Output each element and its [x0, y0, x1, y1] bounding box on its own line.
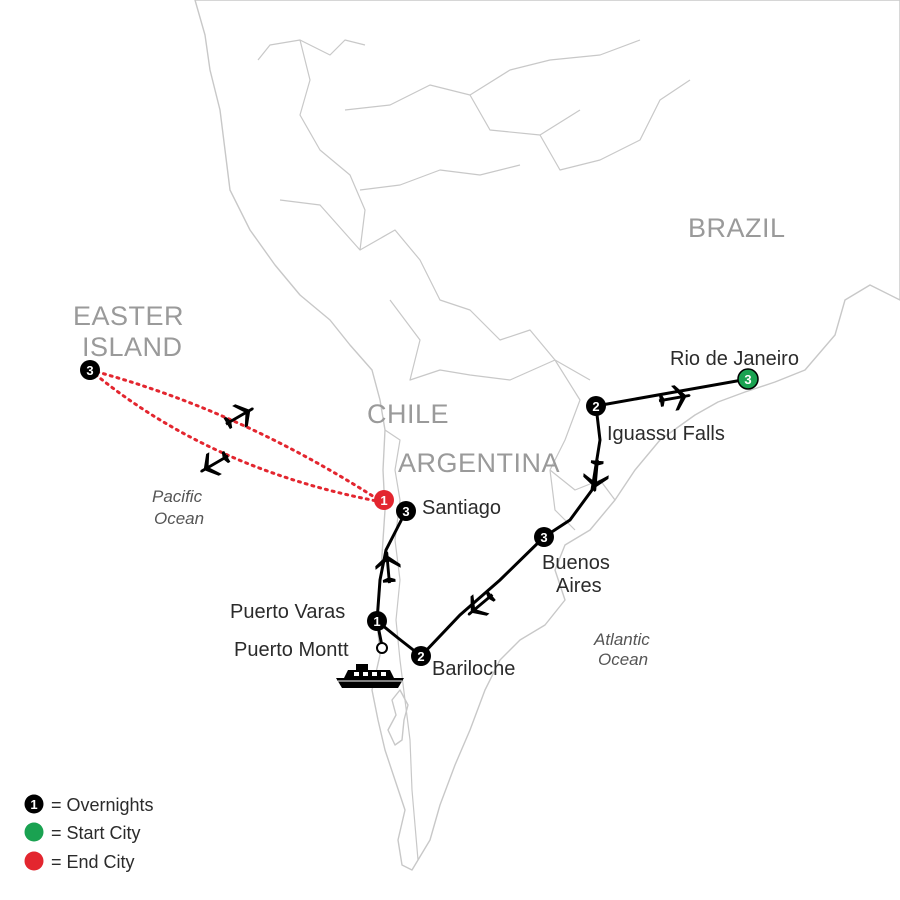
border-line: [389, 299, 591, 381]
south-america-landmass: [194, 0, 900, 871]
marker-bariloche: 2: [411, 646, 431, 666]
border-line: [344, 39, 641, 111]
border-line: [299, 39, 366, 251]
country-label-argentina: ARGENTINA: [398, 448, 560, 478]
legend: 1 = Overnights = Start City = End City: [24, 794, 154, 872]
marker-nights: 3: [402, 504, 409, 519]
start-city-marker: [737, 368, 759, 390]
chile-argentina-border: [384, 429, 419, 861]
legend-end: = End City: [24, 851, 135, 872]
marker-nights: 1: [380, 493, 387, 508]
ocean-label-pacific-2: Ocean: [154, 509, 204, 528]
ocean-label-pacific: Pacific: [152, 487, 203, 506]
overnight-marker: [367, 611, 387, 631]
airplane-icon: [194, 444, 235, 483]
marker-easter-island: 3: [80, 360, 100, 380]
overnight-marker: [586, 396, 606, 416]
marker-nights: 3: [86, 363, 93, 378]
ocean-label-atlantic: Atlantic: [593, 630, 650, 649]
marker-puerto-varas: 1: [367, 611, 387, 631]
start-city-marker: [24, 822, 44, 842]
legend-start: = Start City: [24, 822, 141, 843]
overnight-marker: [80, 360, 100, 380]
city-label-puerto-montt: Puerto Montt: [234, 639, 349, 661]
legend-overnights-label: = Overnights: [51, 795, 154, 815]
border-line: [539, 79, 691, 171]
route-puertovaras-santiago: [375, 509, 408, 623]
overnight-marker: [411, 646, 431, 666]
end-city-marker: [24, 851, 44, 871]
flight-easter-to-santiago: [88, 368, 384, 504]
end-city-marker: [374, 490, 394, 510]
border-line: [257, 39, 366, 61]
boat-icon: [336, 664, 404, 688]
marker-nights: 3: [540, 530, 547, 545]
city-label-puerto-varas: Puerto Varas: [230, 601, 345, 623]
city-label-buenos: Buenos: [542, 552, 610, 574]
city-label-santiago: Santiago: [422, 497, 501, 519]
marker-iguassu: 2: [586, 396, 606, 416]
country-label-chile: CHILE: [367, 399, 449, 429]
marker-nights: 1: [373, 614, 380, 629]
marker-nights: 3: [744, 372, 751, 387]
city-label-bariloche: Bariloche: [432, 658, 515, 680]
border-line: [279, 199, 556, 361]
land-layer: [194, 0, 900, 871]
overnight-marker: [396, 501, 416, 521]
marker-santiago: 3: [396, 501, 416, 521]
overnight-marker: [24, 794, 44, 814]
region-label-island: ISLAND: [82, 332, 183, 362]
ocean-label-atlantic-2: Ocean: [598, 650, 648, 669]
marker-santiago-end: 1: [374, 490, 394, 510]
city-label-rio: Rio de Janeiro: [670, 348, 799, 370]
route-rio-iguassu: [594, 377, 750, 408]
border-line: [549, 469, 576, 531]
city-label-aires: Aires: [556, 575, 602, 597]
port-circle-icon: [376, 642, 388, 654]
border-line: [549, 469, 616, 501]
border-layer: [257, 39, 691, 861]
marker-rio: 3: [737, 368, 759, 390]
river-line: [359, 164, 521, 191]
marker-nights: 2: [417, 649, 424, 664]
flight-santiago-to-easter: [88, 368, 384, 504]
legend-start-label: = Start City: [51, 823, 141, 843]
route-buenosaires-bariloche: [419, 535, 546, 658]
city-label-iguassu: Iguassu Falls: [607, 423, 725, 445]
border-line: [469, 94, 581, 136]
route-iguassu-buenosaires: [542, 404, 602, 539]
legend-marker-number: 1: [30, 797, 37, 812]
marker-buenos-aires: 3: [534, 527, 554, 547]
overnight-marker: [534, 527, 554, 547]
region-label-easter: EASTER: [73, 301, 184, 331]
legend-overnights: 1 = Overnights: [24, 794, 154, 815]
border-line: [549, 359, 581, 471]
country-label-brazil: BRAZIL: [688, 213, 786, 243]
legend-end-label: = End City: [51, 852, 135, 872]
marker-nights: 2: [592, 399, 599, 414]
